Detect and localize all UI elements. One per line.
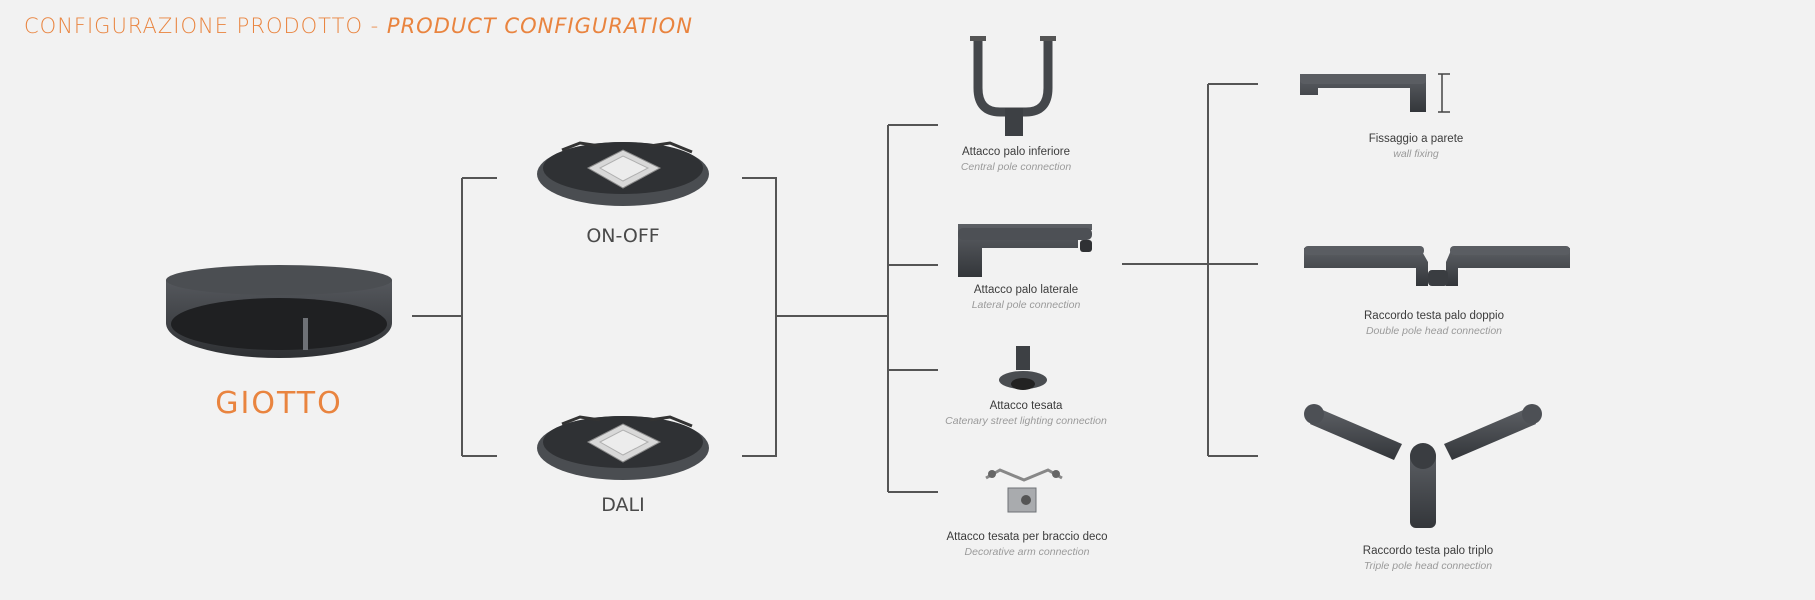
- accessory-triple-head: Raccordo testa palo triplo Triple pole h…: [1363, 545, 1493, 572]
- title-italian: CONFIGURAZIONE PRODOTTO: [24, 14, 363, 38]
- mounting-label: Attacco palo inferiore: [961, 146, 1071, 158]
- double-head-connector-icon: [1304, 246, 1570, 286]
- luminaire-housing-icon: [166, 265, 392, 358]
- catenary-adapter-icon: [999, 346, 1047, 390]
- mounting-sublabel: Central pole connection: [960, 161, 1072, 173]
- accessory-sublabel: Triple pole head connection: [1363, 560, 1493, 572]
- version-dali-label: DALI: [601, 494, 645, 516]
- product-to-versions-bracket: [412, 177, 497, 457]
- wall-bracket-icon: [1300, 73, 1450, 113]
- accessory-wall-fixing: Fissaggio a parete wall fixing: [1369, 133, 1464, 160]
- accessory-sublabel: Double pole head connection: [1365, 325, 1503, 337]
- led-module-on-off-icon: [537, 141, 709, 206]
- title-english: PRODUCT CONFIGURATION: [386, 14, 693, 38]
- mounting-sublabel: Catenary street lighting connection: [945, 415, 1107, 427]
- accessory-label: Fissaggio a parete: [1368, 133, 1464, 145]
- led-module-dali-icon: [537, 415, 709, 480]
- decorative-arm-adapter-icon: [985, 468, 1063, 513]
- mounting-central-pole: Attacco palo inferiore Central pole conn…: [961, 146, 1071, 173]
- mounting-catenary: Attacco tesata Catenary street lighting …: [945, 400, 1107, 427]
- mounting-label: Attacco tesata: [989, 400, 1063, 412]
- mounting-sublabel: Lateral pole connection: [971, 299, 1081, 311]
- mounting-label: Attacco tesata per braccio deco: [946, 531, 1108, 543]
- version-on-off-label: ON-OFF: [586, 225, 660, 247]
- accessory-sublabel: wall fixing: [1393, 148, 1439, 160]
- connector-lines: [412, 83, 1258, 493]
- mounting-decorative-arm: Attacco tesata per braccio deco Decorati…: [946, 531, 1107, 558]
- accessory-label: Raccordo testa palo triplo: [1362, 545, 1494, 557]
- page-title: CONFIGURAZIONE PRODOTTO - PRODUCT CONFIG…: [24, 14, 693, 38]
- accessory-double-head: Raccordo testa palo doppio Double pole h…: [1364, 310, 1504, 337]
- mounting-label: Attacco palo laterale: [973, 284, 1079, 296]
- pole-fork-bracket-icon: [970, 36, 1056, 136]
- title-separator: -: [362, 14, 387, 38]
- mounting-sublabel: Decorative arm connection: [964, 546, 1090, 558]
- lateral-arm-icon: [958, 224, 1092, 277]
- accessory-label: Raccordo testa palo doppio: [1363, 310, 1505, 322]
- triple-head-connector-icon: [1304, 404, 1542, 528]
- mounting-lateral-pole: Attacco palo laterale Lateral pole conne…: [972, 284, 1081, 311]
- product-name: GIOTTO: [215, 386, 343, 421]
- versions-to-mountings-bracket: [742, 177, 888, 457]
- mountings-to-accessories-bracket: [1122, 83, 1258, 457]
- mountings-bracket: [887, 124, 938, 493]
